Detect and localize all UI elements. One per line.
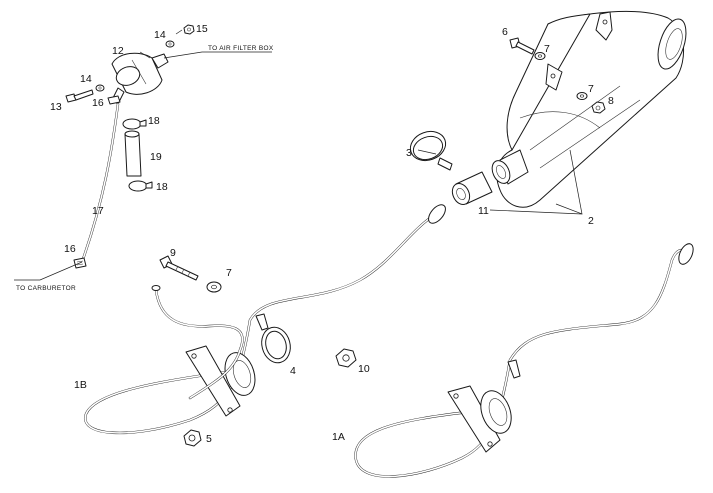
header-pipe-1a — [354, 243, 694, 478]
callout-11: 11 — [478, 205, 489, 217]
callout-15: 15 — [196, 23, 208, 35]
callout-1a: 1A — [332, 431, 345, 443]
hose-clip-16-top — [107, 95, 121, 105]
callout-3: 3 — [406, 147, 412, 159]
callout-16-bottom: 16 — [64, 243, 76, 255]
callout-7-top: 7 — [544, 43, 550, 55]
callout-6: 6 — [502, 26, 508, 38]
callout-16-top: 16 — [92, 97, 104, 109]
flange-nut-5 — [183, 429, 202, 447]
hose-17 — [80, 102, 120, 264]
callout-8: 8 — [608, 95, 614, 107]
nut-15 — [183, 24, 195, 35]
to-carburetor-label: TO CARBURETOR — [16, 285, 76, 292]
hose-19 — [124, 130, 142, 177]
callout-7-right: 7 — [588, 83, 594, 95]
exhaust-clamp — [409, 130, 453, 171]
hose-clamp-18-top — [122, 118, 147, 130]
bolt-6 — [509, 37, 535, 55]
leader-lines — [14, 29, 583, 281]
callout-9: 9 — [170, 247, 176, 259]
to-air-filter-box-label: TO AIR FILTER BOX — [208, 45, 274, 52]
muffler — [491, 11, 687, 208]
hose-clamp-18-bottom — [128, 180, 153, 192]
pipe-sleeve — [451, 171, 493, 206]
washer-14-top — [165, 40, 175, 48]
callout-17: 17 — [92, 205, 104, 217]
callout-18-bottom: 18 — [156, 181, 168, 193]
washer-7-right — [576, 92, 588, 100]
bolt-9 — [159, 255, 199, 281]
washer-7-left — [206, 281, 222, 293]
callout-12: 12 — [112, 45, 124, 57]
washer-14-left — [95, 84, 105, 92]
flange-nut-10 — [335, 348, 357, 368]
callout-18-top: 18 — [148, 115, 160, 127]
bolt-13 — [65, 89, 94, 103]
callout-13: 13 — [50, 101, 62, 113]
header-pipe-1b — [84, 204, 446, 435]
exhaust-gasket — [261, 326, 291, 364]
air-cutoff-valve — [111, 52, 169, 105]
callout-14-left: 14 — [80, 73, 92, 85]
washer-7-top — [534, 52, 546, 60]
callout-4: 4 — [290, 365, 296, 377]
callout-19: 19 — [150, 151, 162, 163]
callout-5: 5 — [206, 433, 212, 445]
callout-10: 10 — [358, 363, 370, 375]
nut-8 — [591, 101, 606, 114]
callout-7-left: 7 — [226, 267, 232, 279]
callout-1b: 1B — [74, 379, 87, 391]
callout-2: 2 — [588, 215, 594, 227]
callout-14-top: 14 — [154, 29, 166, 41]
